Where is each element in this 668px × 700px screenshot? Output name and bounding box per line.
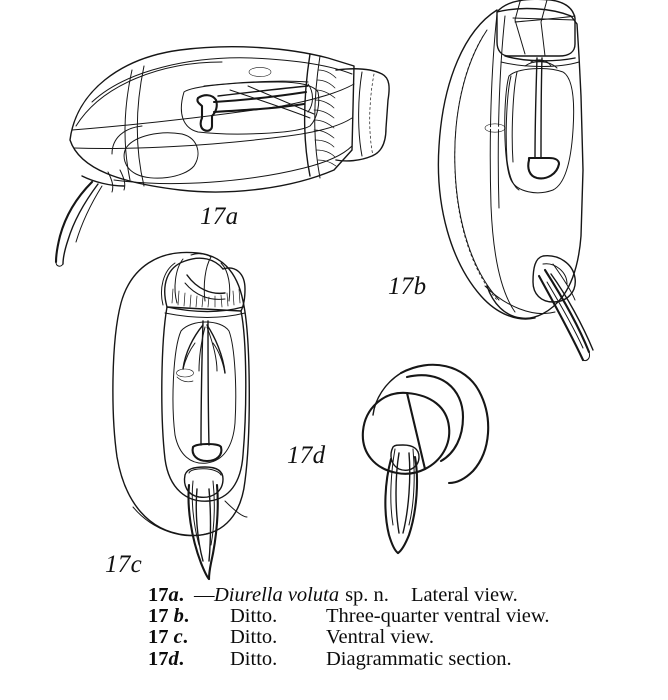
caption-view-17b: Three-quarter ventral view. xyxy=(326,605,550,628)
caption-line-17b: 17 b. Ditto. Three-quarter ventral view. xyxy=(148,605,658,628)
caption-species-name: Diurella voluta xyxy=(214,584,340,606)
figure-17d-diagrammatic-section xyxy=(345,355,495,555)
figure-label-17c: 17c xyxy=(105,551,142,578)
caption-view-17a: Lateral view. xyxy=(410,584,518,606)
caption-tag-17b: 17 b. xyxy=(148,605,189,628)
caption-ditto-17b: Ditto. xyxy=(230,605,278,628)
caption-tag-17c: 17 c. xyxy=(148,626,188,649)
caption-view-17d: Diagrammatic section. xyxy=(326,647,512,670)
caption-dash: — xyxy=(194,584,215,606)
caption-line-17d: 17d. Ditto. Diagrammatic section. xyxy=(148,647,658,670)
caption-tag-17a: 17a. xyxy=(148,584,184,606)
figure-17c-ventral-view xyxy=(105,245,305,575)
caption-view-17c: Ventral view. xyxy=(326,626,434,649)
caption-line-17c: 17 c. Ditto. Ventral view. xyxy=(148,627,658,648)
caption-ditto-17c: Ditto. xyxy=(230,626,278,649)
figure-17a-lateral-view xyxy=(52,30,402,250)
figure-label-17d: 17d xyxy=(287,442,326,469)
figure-17b-three-quarter-ventral-view xyxy=(425,0,655,330)
figure-label-17b: 17b xyxy=(388,273,427,300)
figure-label-17a: 17a xyxy=(200,203,239,230)
caption-tag-17d: 17d. xyxy=(148,647,184,670)
caption-ditto-17d: Ditto. xyxy=(230,647,278,670)
caption-authority: sp. n. xyxy=(345,584,389,606)
